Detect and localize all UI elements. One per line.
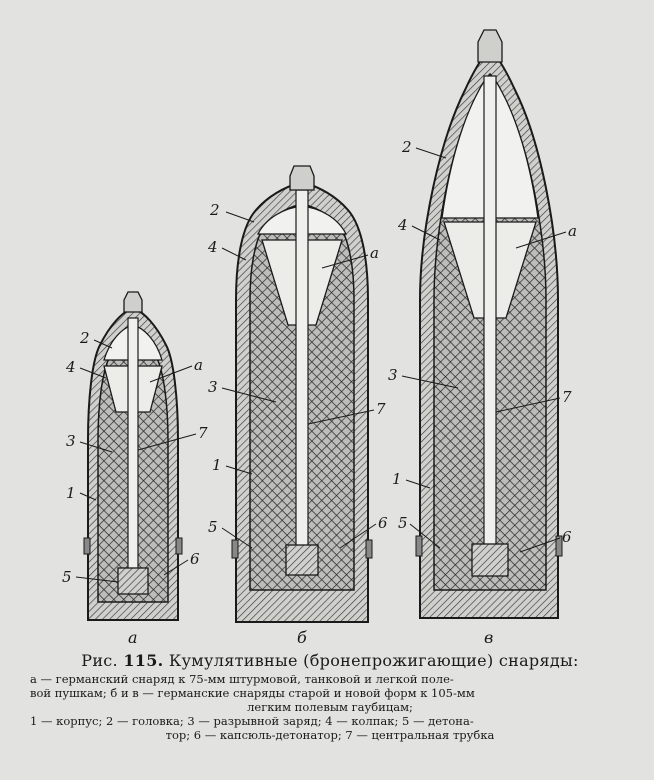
label-body-v: 1	[392, 470, 402, 488]
shell-b-band-left	[231, 539, 239, 559]
label-body-b: 1	[212, 456, 222, 474]
part-labels: 2 4 3 1 5 а 7 6 2 4 3 1 5 а 7 6 2 4 3 1 …	[62, 138, 577, 586]
label-tube-a: 7	[198, 424, 208, 442]
subfigure-label-b: б	[297, 628, 307, 647]
shell-v	[415, 29, 563, 619]
caption-prefix: Рис.	[81, 651, 118, 670]
shell-v-detonator	[471, 543, 509, 577]
label-cone-a: а	[194, 356, 203, 374]
caption-line-1: а — германский снаряд к 75-мм штурмовой,…	[30, 672, 454, 686]
shell-a-tube	[127, 317, 139, 571]
shell-a-fuze	[123, 291, 143, 313]
label-cap-v: 4	[397, 216, 408, 234]
shell-b-fuze	[289, 165, 315, 191]
shell-b-detonator	[285, 544, 319, 576]
label-charge-b: 3	[208, 378, 218, 396]
label-cone-b: а	[370, 244, 379, 262]
label-tube-v: 7	[562, 388, 572, 406]
caption-line-2: вой пушкам; б и в — германские снаряды с…	[30, 686, 475, 700]
caption-line-3: легким полевым гаубицам;	[247, 700, 413, 714]
label-head-a: 2	[79, 329, 90, 347]
label-detonator-v: 5	[398, 514, 408, 532]
label-head-v: 2	[401, 138, 412, 156]
label-primer-b: 6	[378, 514, 388, 532]
shell-v-band-left	[415, 535, 423, 557]
shell-a	[83, 291, 183, 621]
label-charge-a: 3	[66, 432, 76, 450]
shell-a-band-right	[175, 537, 183, 555]
subfigure-label-v: в	[484, 628, 493, 647]
shell-b-band-right	[365, 539, 373, 559]
label-cap-a: 4	[65, 358, 76, 376]
subfigure-label-a: а	[128, 628, 138, 647]
shell-v-band-right	[555, 535, 563, 557]
label-detonator-a: 5	[62, 568, 72, 586]
caption-line-5: тор; 6 — капсюль-детонатор; 7 — централь…	[165, 728, 495, 742]
label-cone-v: а	[568, 222, 577, 240]
label-charge-v: 3	[388, 366, 398, 384]
caption-number: 115.	[123, 651, 164, 670]
label-detonator-b: 5	[208, 518, 218, 536]
shell-a-detonator	[117, 567, 149, 595]
shell-b-tube	[295, 189, 309, 551]
label-tube-b: 7	[376, 400, 386, 418]
shell-b	[231, 165, 373, 623]
shell-v-tube	[483, 75, 497, 551]
shell-v-fuze	[477, 29, 503, 63]
label-cap-b: 4	[207, 238, 218, 256]
caption-title: Кумулятивные (бронепрожигающие) снаряды:	[168, 651, 579, 670]
caption-title-row: Рис. 115. Кумулятивные (бронепрожигающие…	[30, 651, 630, 670]
figure-caption: Рис. 115. Кумулятивные (бронепрожигающие…	[30, 651, 630, 743]
label-body-a: 1	[66, 484, 76, 502]
shell-a-band-left	[83, 537, 91, 555]
caption-line-4: 1 — корпус; 2 — головка; 3 — разрывной з…	[30, 714, 474, 728]
leader-lines	[75, 147, 567, 583]
label-head-b: 2	[209, 201, 220, 219]
shells-diagram: 2 4 3 1 5 а 7 6 2 4 3 1 5 а 7 6 2 4 3 1 …	[62, 29, 577, 647]
label-primer-a: 6	[190, 550, 200, 568]
label-primer-v: 6	[562, 528, 572, 546]
